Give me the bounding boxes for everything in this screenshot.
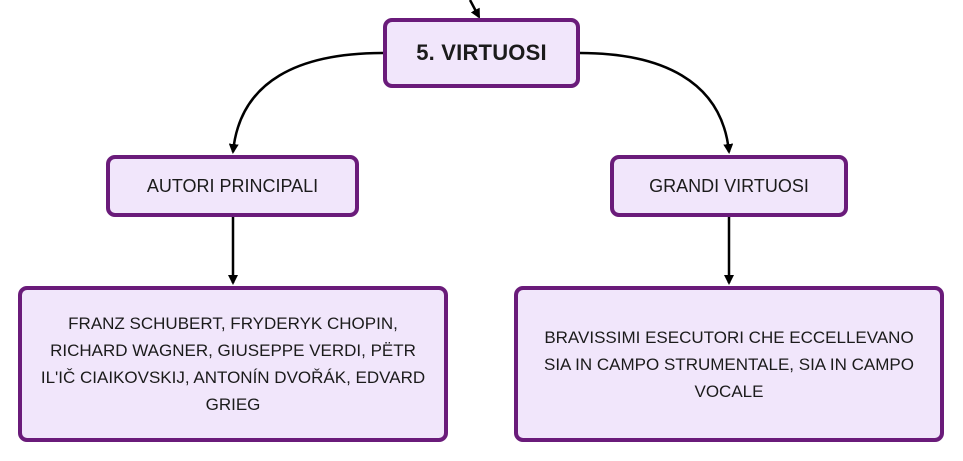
node-composers-list-text: FRANZ SCHUBERT, FRYDERYK CHOPIN, RICHARD…: [40, 314, 426, 414]
node-autori-principali[interactable]: AUTORI PRINCIPALI: [106, 155, 359, 217]
node-autori-principali-label: AUTORI PRINCIPALI: [146, 175, 319, 196]
connector-root-to-right: [579, 51, 734, 154]
node-virtuosi-description-text: BRAVISSIMI ESECUTORI CHE ECCELLEVANO SIA…: [544, 327, 914, 401]
root-node-label: 5. VIRTUOSI: [416, 40, 547, 65]
incoming-connector: [468, 0, 481, 19]
root-node[interactable]: 5. VIRTUOSI: [383, 18, 580, 88]
node-composers-list[interactable]: FRANZ SCHUBERT, FRYDERYK CHOPIN, RICHARD…: [18, 286, 448, 442]
node-grandi-virtuosi[interactable]: GRANDI VIRTUOSI: [610, 155, 848, 217]
node-virtuosi-description[interactable]: BRAVISSIMI ESECUTORI CHE ECCELLEVANO SIA…: [514, 286, 944, 442]
connector-root-to-left: [228, 51, 384, 154]
node-grandi-virtuosi-label: GRANDI VIRTUOSI: [649, 175, 809, 196]
